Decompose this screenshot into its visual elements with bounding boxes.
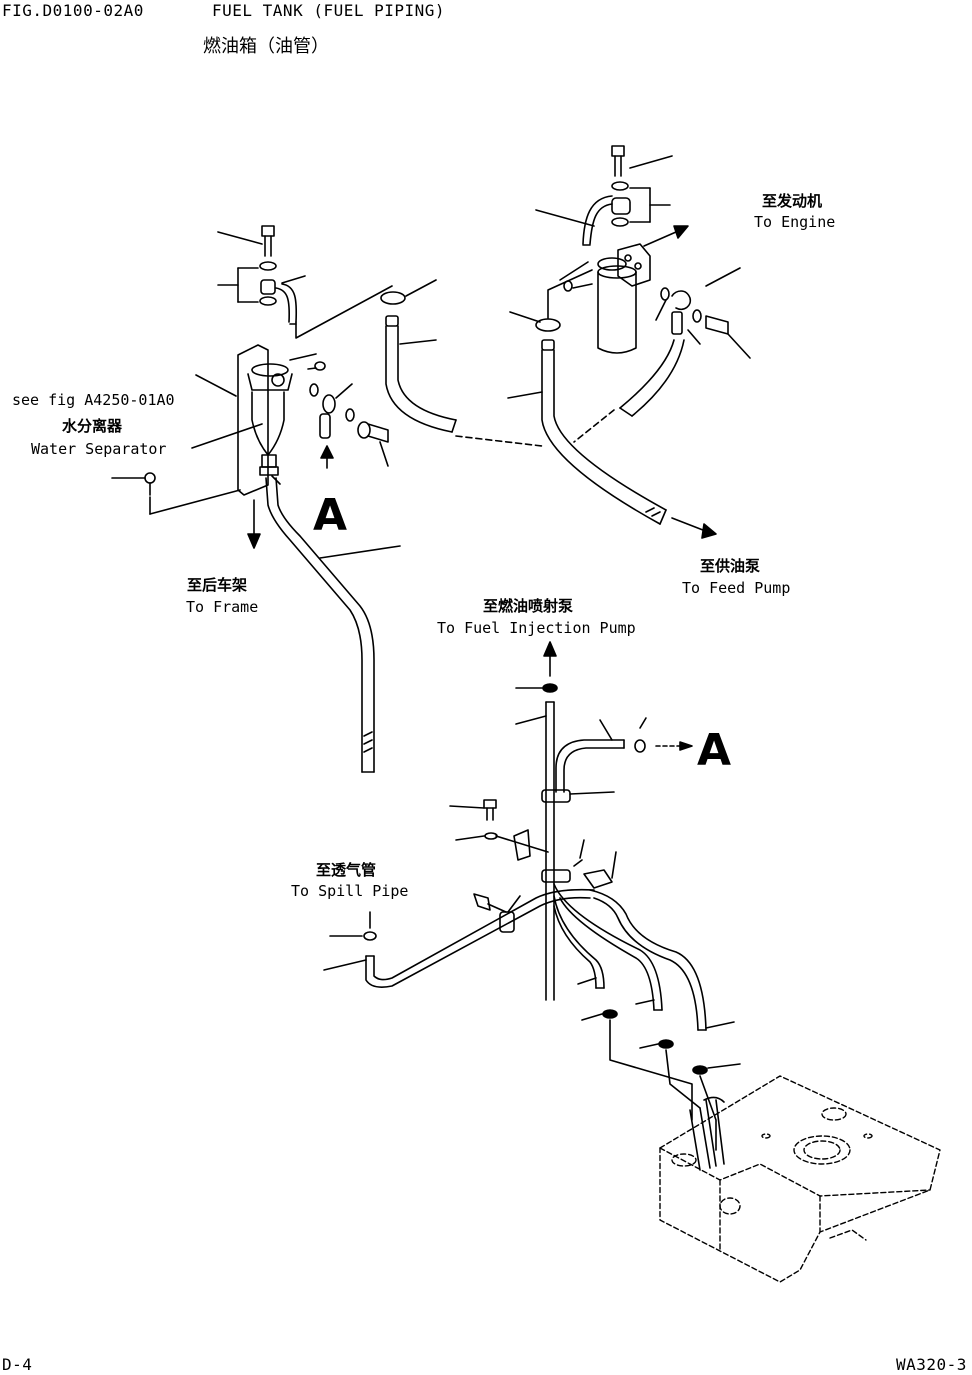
callout-a-lower: A [697, 725, 732, 776]
see-fig-reference: see fig A4250-01A0 [12, 391, 175, 409]
to-injection-pump-label: To Fuel Injection Pump [437, 619, 636, 637]
to-injection-pump-label-cn: 至燃油喷射泵 [483, 597, 574, 615]
engine-filter-assembly [508, 146, 750, 538]
to-spill-pipe-label: To Spill Pipe [291, 882, 409, 900]
to-spill-pipe-label-cn: 至透气管 [316, 861, 377, 879]
to-engine-label-cn: 至发动机 [762, 192, 823, 210]
bolt-head [262, 226, 274, 236]
to-feed-pump-label: To Feed Pump [682, 579, 791, 597]
fuel-tank [660, 1076, 940, 1282]
to-frame-label: To Frame [186, 598, 259, 616]
figure-title-chinese: 燃油箱（油管） [203, 36, 329, 57]
page-number: D-4 [2, 1355, 33, 1374]
to-engine-label: To Engine [754, 213, 836, 231]
figure-title: FUEL TANK (FUEL PIPING) [212, 1, 446, 20]
to-frame-label-cn: 至后车架 [187, 576, 248, 594]
figure-number: FIG.D0100-02A0 [2, 1, 144, 20]
middle-hose [381, 280, 542, 446]
water-separator-label: Water Separator [31, 440, 167, 458]
tank-piping [324, 642, 740, 1170]
bolt-head [612, 146, 624, 156]
callout-a-upper: A [313, 490, 348, 541]
to-feed-pump-label-cn: 至供油泵 [700, 557, 761, 575]
model-number: WA320-3 [896, 1355, 967, 1374]
water-separator-label-cn: 水分离器 [62, 417, 123, 435]
water-separator-assembly [112, 226, 400, 772]
